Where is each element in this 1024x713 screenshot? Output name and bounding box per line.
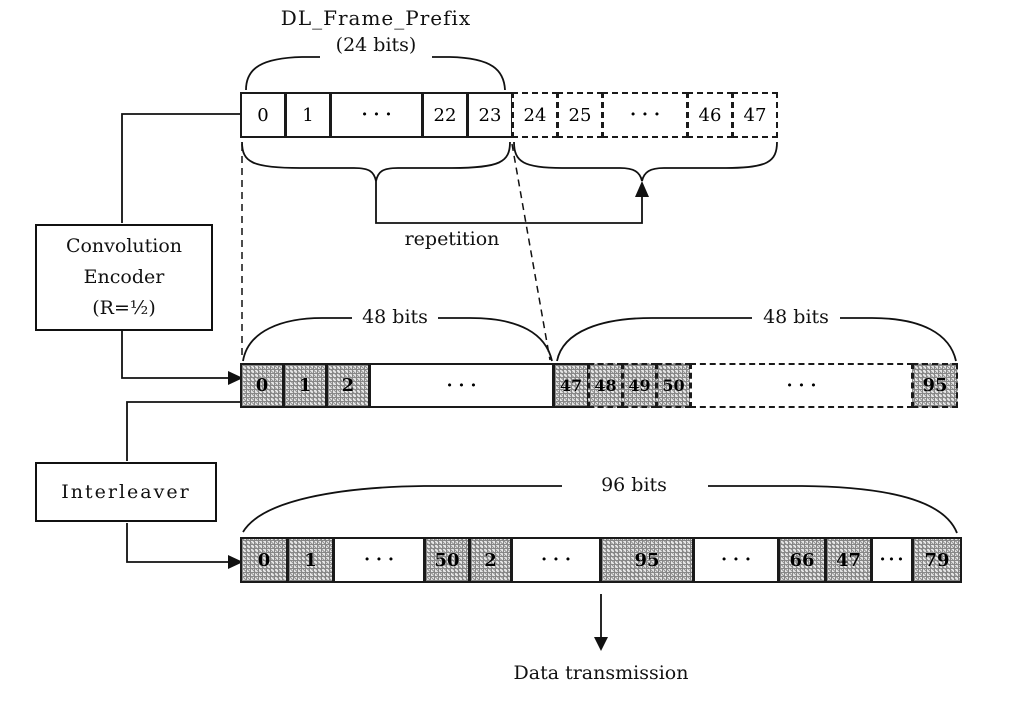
- bit-cell: 48: [588, 363, 623, 408]
- brace-repetition-source: [241, 141, 511, 182]
- left-48bits-label: 48 bits: [362, 306, 428, 328]
- bit-cell: 47: [553, 363, 589, 408]
- interleaver-label: Interleaver: [61, 480, 191, 503]
- repetition-connector: [375, 181, 643, 224]
- brace-repetition-target: [513, 141, 778, 182]
- bit-cell: 23: [467, 92, 513, 138]
- bit-cell: 1: [283, 363, 327, 408]
- 96bits-label: 96 bits: [601, 474, 667, 496]
- bit-cell: 0: [240, 537, 288, 583]
- bit-cell: 95: [600, 537, 694, 583]
- ellipsis-cell: ···: [602, 92, 688, 138]
- encoder-label-line3: (R=½): [92, 297, 156, 319]
- bit-cell: 25: [557, 92, 603, 138]
- bit-cell: 2: [469, 537, 512, 583]
- bit-cell: 1: [285, 92, 331, 138]
- ellipsis-cell: ···: [693, 537, 779, 583]
- brace-48bits-right: [556, 317, 957, 362]
- brace-24bits: [245, 56, 506, 91]
- diagram-subtitle-bits: (24 bits): [335, 34, 417, 56]
- bit-cell: 95: [912, 363, 958, 408]
- bit-cell: 47: [732, 92, 778, 138]
- bit-cell: 66: [778, 537, 826, 583]
- bit-cell: 50: [656, 363, 691, 408]
- arrowhead-repetition: [635, 181, 649, 197]
- bit-cell: 1: [287, 537, 334, 583]
- encoder-label-line2: Encoder: [83, 266, 165, 288]
- bit-cell: 22: [422, 92, 468, 138]
- bit-cell: 46: [687, 92, 733, 138]
- bit-cell: 0: [240, 363, 284, 408]
- bit-cell: 79: [912, 537, 962, 583]
- data-transmission-label: Data transmission: [513, 662, 689, 684]
- diagram-title: DL_Frame_Prefix: [280, 6, 472, 30]
- bit-cell: 2: [326, 363, 370, 408]
- repetition-label: repetition: [404, 228, 500, 250]
- bit-cell: 0: [240, 92, 286, 138]
- bit-cell: 47: [825, 537, 872, 583]
- ellipsis-cell: ···: [511, 537, 601, 583]
- ellipsis-cell: ···: [333, 537, 425, 583]
- bit-cell: 50: [424, 537, 470, 583]
- ellipsis-cell: ···: [330, 92, 423, 138]
- bit-cell: 24: [512, 92, 558, 138]
- right-48bits-label: 48 bits: [763, 306, 829, 328]
- interleaver-box: Interleaver: [35, 462, 217, 522]
- encoder-label-line1: Convolution: [65, 235, 183, 257]
- brace-96bits: [242, 485, 958, 534]
- arrowhead-output: [594, 637, 608, 651]
- ellipsis-cell: ···: [369, 363, 554, 408]
- ellipsis-cell: ···: [871, 537, 913, 583]
- ellipsis-cell: ···: [690, 363, 913, 408]
- bit-cell: 49: [622, 363, 657, 408]
- convolution-encoder-box: Convolution Encoder (R=½): [35, 224, 213, 331]
